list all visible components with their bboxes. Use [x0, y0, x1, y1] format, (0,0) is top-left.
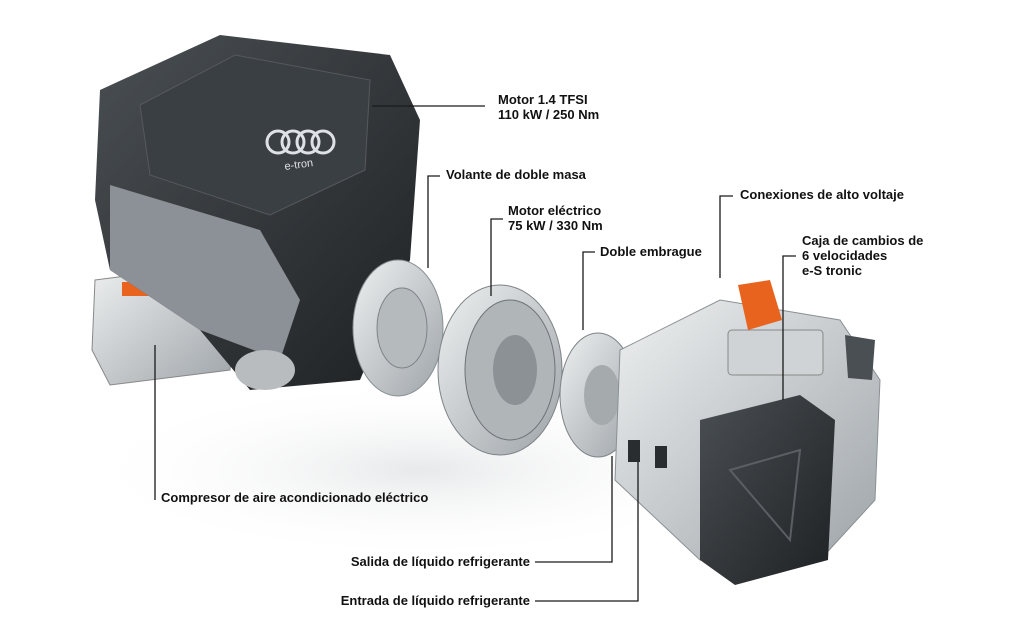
label-hv-connections: Conexiones de alto voltaje: [740, 187, 904, 202]
flywheel-part: [352, 259, 444, 397]
label-electric-motor-name: Motor eléctrico: [508, 203, 602, 218]
e-tron-logo-text: e-tron: [284, 157, 314, 173]
engine-part: e-tron: [95, 35, 420, 390]
audi-rings-logo: [265, 129, 336, 155]
label-gearbox: Caja de cambios de 6 velocidades e-S tro…: [802, 233, 923, 278]
label-engine-power: 110 kW / 250 Nm: [498, 107, 600, 122]
label-flywheel: Volante de doble masa: [446, 167, 586, 182]
label-electric-motor: Motor eléctrico 75 kW / 330 Nm: [508, 203, 603, 233]
label-engine-name: Motor 1.4 TFSI: [498, 92, 588, 107]
leader-gearbox: [782, 255, 796, 400]
leader-flywheel: [427, 175, 440, 268]
leader-coolant-outlet: [535, 456, 613, 563]
leader-dual-clutch: [582, 251, 595, 330]
leader-electric-motor: [490, 218, 503, 296]
leader-lines: [154, 105, 796, 602]
label-coolant-outlet: Salida de líquido refrigerante: [350, 554, 530, 569]
leader-hv-connections: [719, 195, 733, 278]
gearbox-part: [614, 280, 881, 585]
leader-coolant-inlet: [535, 462, 639, 602]
label-gearbox-line2: 6 velocidades: [802, 248, 888, 263]
label-ac-compressor: Compresor de aire acondicionado eléctric…: [161, 490, 429, 505]
electric-motor-part: [437, 284, 563, 456]
label-gearbox-line1: Caja de cambios de: [802, 233, 924, 248]
label-electric-motor-power: 75 kW / 330 Nm: [508, 218, 603, 233]
label-engine: Motor 1.4 TFSI 110 kW / 250 Nm: [498, 92, 599, 122]
label-gearbox-line3: e-S tronic: [802, 263, 862, 278]
label-dual-clutch: Doble embrague: [600, 244, 702, 259]
label-coolant-inlet: Entrada de líquido refrigerante: [340, 593, 530, 608]
